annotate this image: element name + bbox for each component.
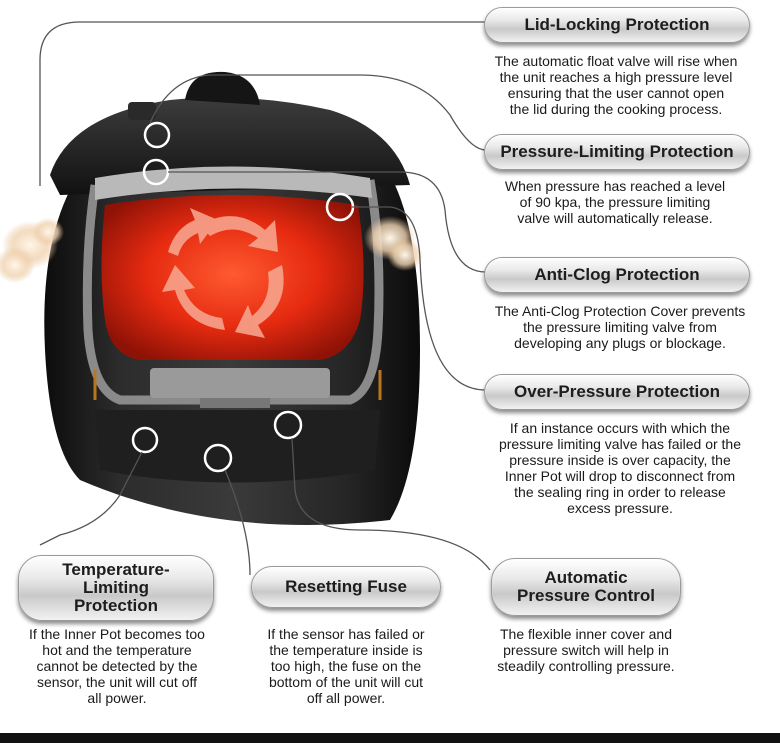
pressure-switch-icon (273, 410, 303, 440)
over-pressure-title: Over-Pressure Protection (484, 374, 750, 410)
resetting-fuse-description: If the sensor has failed or the temperat… (267, 626, 425, 706)
resetting-fuse-title: Resetting Fuse (251, 566, 441, 608)
lid-lock-icon (31, 184, 61, 214)
rotation-arrows-icon (162, 208, 284, 338)
pressure-limiting-description: When pressure has reached a level of 90 … (504, 178, 726, 226)
over-pressure-description: If an instance occurs with which the pre… (498, 420, 741, 516)
sensor-icon (131, 426, 159, 454)
automatic-pressure-description: The flexible inner cover and pressure sw… (497, 626, 675, 674)
float-valve-icon (143, 121, 171, 149)
bottom-bar (0, 733, 780, 743)
lid-locking-title: Lid-Locking Protection (484, 7, 750, 43)
anti-clog-description: The Anti-Clog Protection Cover prevents … (494, 303, 746, 351)
automatic-pressure-title: Automatic Pressure Control (491, 558, 681, 616)
temperature-limiting-title: Temperature- Limiting Protection (18, 555, 214, 621)
temperature-limiting-description: If the Inner Pot becomes too hot and the… (29, 626, 205, 706)
leader-lines (39, 21, 491, 576)
anti-clog-title: Anti-Clog Protection (484, 257, 750, 293)
fuse-icon (203, 443, 233, 473)
pressure-limiting-title: Pressure-Limiting Protection (484, 134, 750, 170)
steam-right-icon (364, 216, 423, 271)
lid-locking-description: The automatic float valve will rise when… (494, 53, 738, 117)
steam-left-icon (0, 218, 64, 283)
